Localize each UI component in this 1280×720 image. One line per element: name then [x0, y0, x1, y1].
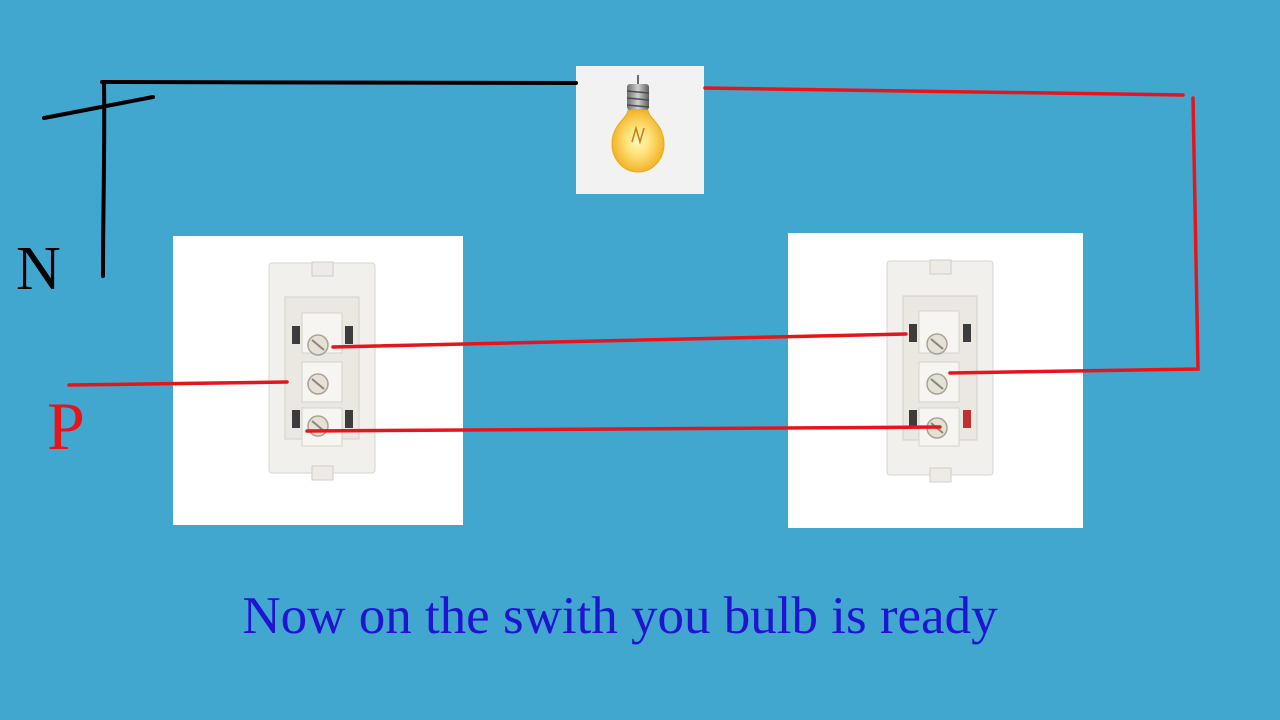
caption-text: Now on the swith you bulb is ready [242, 587, 998, 645]
switch-plate-1 [173, 236, 463, 525]
switch-plate-2 [788, 233, 1083, 528]
neutral-label: N [16, 235, 61, 303]
phase-supply-wire [67, 380, 289, 387]
two-way-switch-icon [886, 259, 994, 483]
phase-wires [67, 86, 1200, 433]
traveler-wire-bottom [305, 425, 942, 433]
phase-label: P [47, 388, 85, 464]
bulb-return-wire [703, 86, 1185, 97]
bulb-tile [576, 66, 704, 194]
neutral-wire [42, 80, 578, 278]
switch-to-bulb-wire [948, 96, 1200, 375]
two-way-switch-icon [268, 261, 376, 481]
traveler-wire-top [331, 332, 908, 349]
light-bulb-icon [604, 75, 672, 176]
